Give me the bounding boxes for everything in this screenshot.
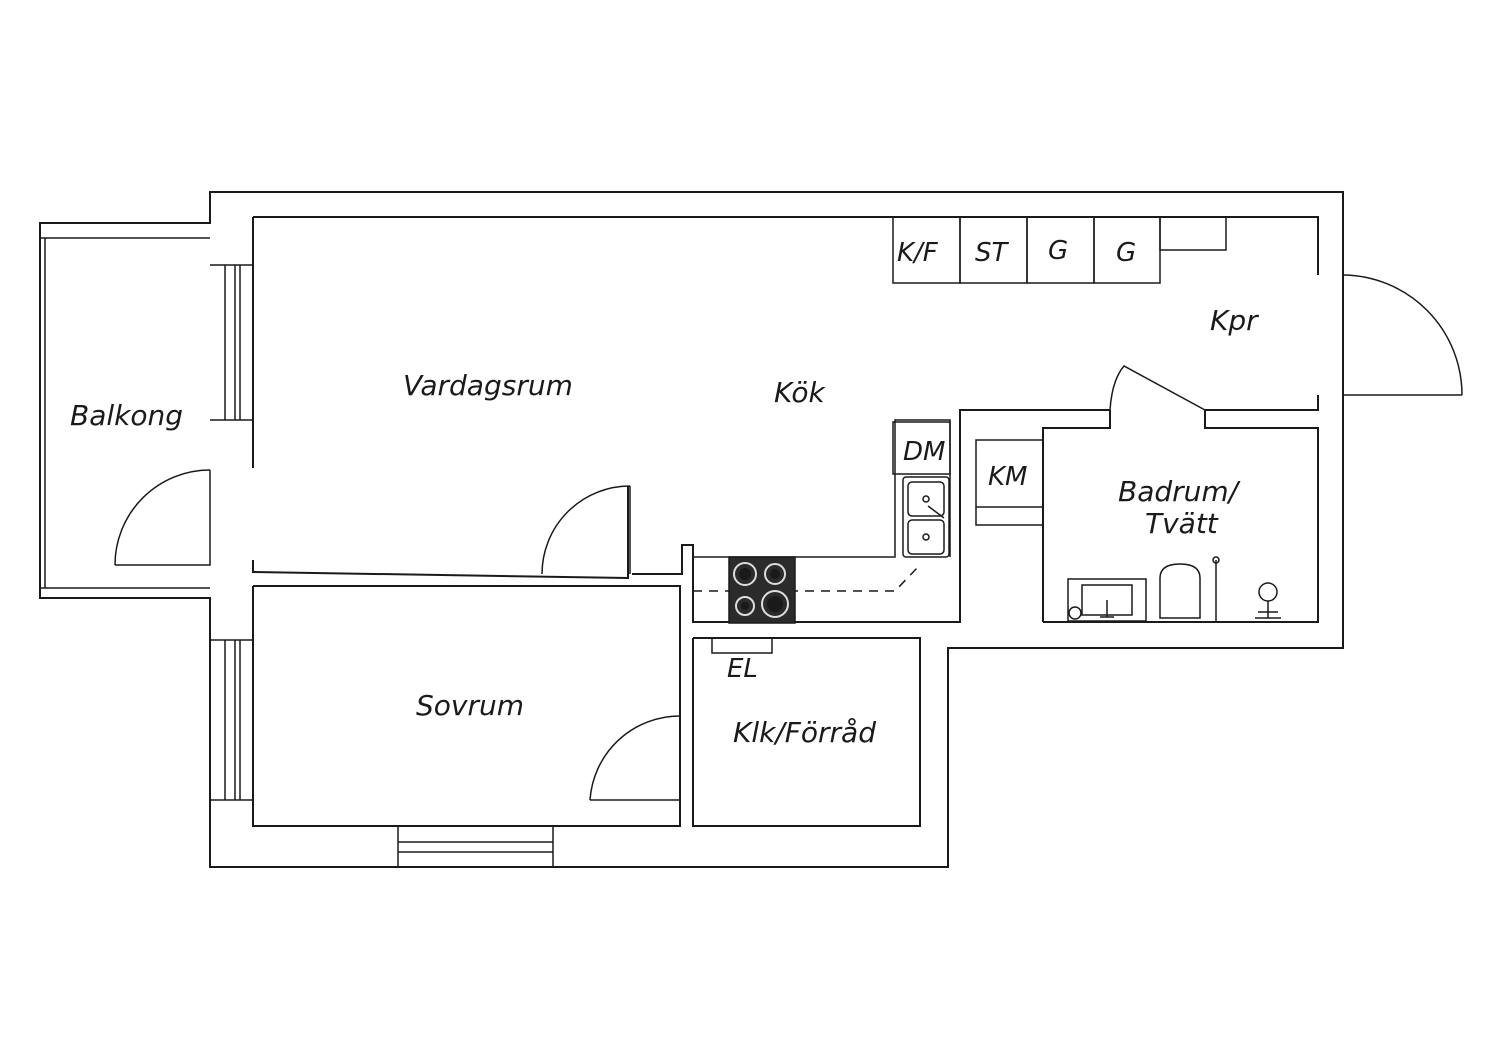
sink-icon [902, 476, 950, 558]
stove-icon [728, 556, 796, 624]
room-label-kpr: Kpr [1210, 304, 1259, 337]
toilet-icon [1159, 563, 1201, 619]
kitchen-overhead-line [693, 564, 921, 592]
bedroom-door-arc [541, 485, 631, 575]
shower-icon [1212, 556, 1220, 622]
balcony-door-arc [114, 469, 211, 566]
appliance-label-el: EL [727, 654, 758, 684]
window-bedroom-left [210, 639, 253, 801]
el-panel [711, 637, 773, 654]
room-label-badrum-2: Tvätt [1145, 507, 1219, 540]
balcony-outline [40, 237, 210, 589]
appliance-label-kf: K/F [897, 238, 939, 268]
room-label-balkong: Balkong [70, 399, 183, 432]
inner-wall-living [252, 216, 1319, 623]
closet-wall [692, 637, 921, 827]
appliance-label-st: ST [975, 238, 1010, 268]
room-label-sovrum: Sovrum [416, 689, 524, 722]
entrance-door-leaf [1342, 275, 1462, 396]
appliance-label-dm: DM [903, 437, 945, 467]
outer-wall [39, 191, 1344, 868]
window-living [210, 264, 253, 421]
appliance-label-g1: G [1048, 236, 1068, 266]
bathroom-door-arc [1109, 365, 1206, 411]
room-label-klk-forrad: Klk/Förråd [733, 716, 876, 749]
window-bedroom-bottom [397, 826, 554, 867]
entrance-door-arc [1342, 274, 1463, 396]
km-box-base [975, 507, 1043, 526]
appliance-label-km: KM [988, 462, 1027, 492]
room-label-badrum-1: Badrum/ [1118, 475, 1241, 508]
closet-door-arc [589, 715, 681, 801]
bedroom-wall [252, 585, 681, 827]
balcony-door-leaf [115, 470, 211, 566]
appliance-label-g2: G [1116, 238, 1136, 268]
dm-box [892, 421, 951, 475]
km-box [975, 439, 1044, 508]
room-label-vardagsrum: Vardagsrum [403, 369, 573, 402]
room-label-kok: Kök [774, 376, 826, 409]
closet-door-leaf [590, 716, 681, 801]
washbasin-icon [1067, 578, 1147, 622]
drain-icon [1255, 582, 1281, 619]
appliance-row [892, 216, 1227, 284]
